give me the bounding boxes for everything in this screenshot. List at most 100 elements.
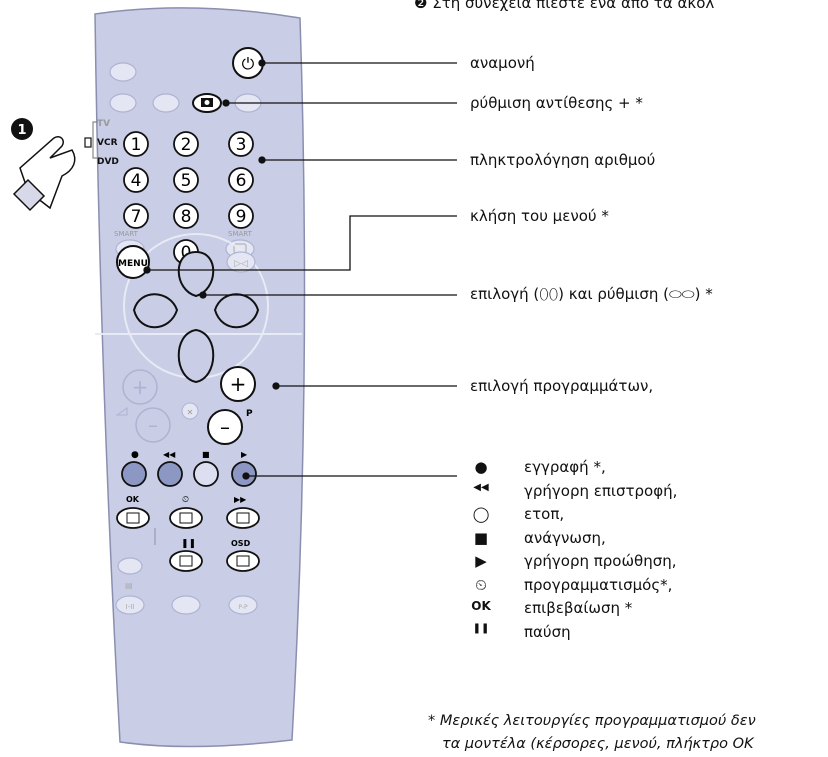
callout-contrast: ρύθμιση αντίθεσης + *: [470, 94, 643, 112]
digit-button-7[interactable]: [123, 203, 149, 229]
source-selector[interactable]: TV VCR DVD: [92, 119, 119, 167]
svg-text:▶: ▶: [241, 450, 248, 459]
cursor-down-button[interactable]: [177, 328, 215, 384]
power-icon: ⏻: [242, 54, 255, 73]
stop-key[interactable]: [193, 461, 219, 487]
digit-label-6: 6: [236, 171, 247, 191]
record-key[interactable]: [121, 461, 147, 487]
mute-pale-button[interactable]: [226, 251, 256, 273]
sub-label: I-II: [126, 603, 135, 611]
svg-text:–: –: [148, 413, 158, 437]
pause-small-icon: ❚❚: [181, 539, 196, 549]
svg-text:◀◀: ◀◀: [163, 450, 176, 459]
menu-button[interactable]: [116, 245, 150, 279]
av-pale-button[interactable]: [109, 93, 137, 113]
digit-button-2[interactable]: [173, 131, 199, 157]
legend-label: προγραμματισμός*,: [524, 575, 673, 594]
legend-label: γρήγορη επιστροφή,: [524, 481, 678, 500]
digit-label-8: 8: [181, 207, 192, 227]
legend-label: εγγραφή *,: [524, 458, 606, 476]
forward-triangle-icon: ▶: [475, 552, 487, 570]
svg-text:■: ■: [202, 450, 210, 459]
mute-button[interactable]: [181, 402, 199, 420]
vcr-label: VCR: [97, 138, 118, 148]
digit-button-1[interactable]: [123, 131, 149, 157]
callout-navigation: επιλογή (⬯⬯) και ρύθμιση (⬭⬭) *: [470, 285, 713, 303]
program-minus-button[interactable]: [207, 409, 243, 445]
digit-button-3[interactable]: [228, 131, 254, 157]
cursor-right-button[interactable]: [213, 293, 260, 329]
osd-key[interactable]: [226, 550, 260, 572]
legend-label: ανάγνωση,: [524, 528, 606, 547]
hand-pointer: [12, 135, 76, 212]
dvd-label: DVD: [97, 157, 119, 167]
stop-oval-icon: ◯: [472, 505, 490, 523]
callout-digits: πληκτρολόγηση αριθμού: [470, 151, 656, 169]
digit-button-9[interactable]: [228, 203, 254, 229]
svg-text:–: –: [220, 415, 230, 439]
digit-label-0: 0: [181, 243, 192, 263]
callout-programs: επιλογή προγραμμάτων,: [470, 377, 654, 395]
digit-button-8[interactable]: [173, 203, 199, 229]
legend-label: παύση: [524, 622, 571, 641]
digit-label-1: 1: [131, 135, 142, 155]
digit-label-7: 7: [131, 207, 142, 227]
svg-text:●: ●: [131, 450, 139, 460]
pause-icon: ❚❚: [472, 622, 490, 634]
step2-heading: ❷ Στη συνέχεια πιέστε ένα από τα ακόλ: [414, 0, 715, 12]
record-dot-icon: ●: [474, 458, 488, 476]
volume-minus-button[interactable]: [135, 407, 171, 443]
rewind-icon: ◀◀: [473, 481, 489, 493]
leftright-icon: ⬭⬭: [668, 285, 695, 303]
osd-label: OSD: [231, 539, 251, 548]
digit-button-5[interactable]: [173, 167, 199, 193]
forward-small-icon: ▶▶: [234, 495, 247, 504]
cursor-left-button[interactable]: [132, 293, 179, 329]
volume-icon: [115, 407, 128, 416]
legend-label: γρήγορη προώθηση,: [524, 552, 677, 570]
sub-pale-button[interactable]: [115, 595, 145, 615]
top-pale-button[interactable]: [109, 62, 137, 82]
updown-icon: ⬯⬯: [539, 285, 559, 303]
pause-key[interactable]: [169, 550, 203, 572]
tv-label: TV: [97, 119, 110, 129]
format-pale-button[interactable]: [171, 595, 201, 615]
digit-label-5: 5: [181, 171, 192, 191]
timer-key[interactable]: [169, 507, 203, 529]
digit-label-9: 9: [236, 207, 247, 227]
step1-marker: [11, 118, 33, 140]
program-plus-button[interactable]: [220, 366, 256, 402]
legend-label: ετοπ,: [524, 505, 565, 523]
p-label: P: [246, 409, 253, 419]
svg-text:+: +: [230, 372, 247, 396]
digit-button-6[interactable]: [228, 167, 254, 193]
footnote-line1: * Μερικές λειτουργίες προγραμματισμού δε…: [428, 713, 756, 729]
timer-icon: ⏲: [475, 575, 487, 594]
square-play-icon: ■: [473, 528, 489, 547]
digit-label-3: 3: [236, 135, 247, 155]
svg-text:1: 1: [17, 123, 26, 138]
mute-icon: ✕: [187, 408, 194, 417]
teletext-pale-button[interactable]: [152, 93, 180, 113]
menu-label: MENU: [118, 259, 148, 269]
legend-label: επιβεβαίωση *: [524, 599, 633, 617]
pip-label: P-P: [238, 604, 248, 611]
timer-small-icon: ⏲: [182, 495, 189, 505]
smart-right-label: SMART: [228, 230, 253, 238]
callout-standby: αναμονή: [470, 54, 535, 72]
forward-small-key[interactable]: [226, 507, 260, 529]
volume-plus-button[interactable]: [122, 369, 158, 405]
cursor-up-button[interactable]: [177, 250, 215, 298]
tv-pale-button[interactable]: [117, 557, 143, 575]
footnote-line2: τα μοντέλα (κέρσορες, μενού, πλήκτρο OK: [442, 736, 754, 752]
ok-key[interactable]: [116, 507, 150, 529]
digit-label-2: 2: [181, 135, 192, 155]
pip-pale-button[interactable]: [228, 595, 258, 615]
smart-left-label: SMART: [114, 230, 139, 238]
svg-text:+: +: [132, 375, 149, 399]
ok-icon: OK: [471, 599, 491, 613]
pip-icon: ▷◁: [234, 259, 248, 269]
digit-button-4[interactable]: [123, 167, 149, 193]
rewind-key[interactable]: [157, 461, 183, 487]
